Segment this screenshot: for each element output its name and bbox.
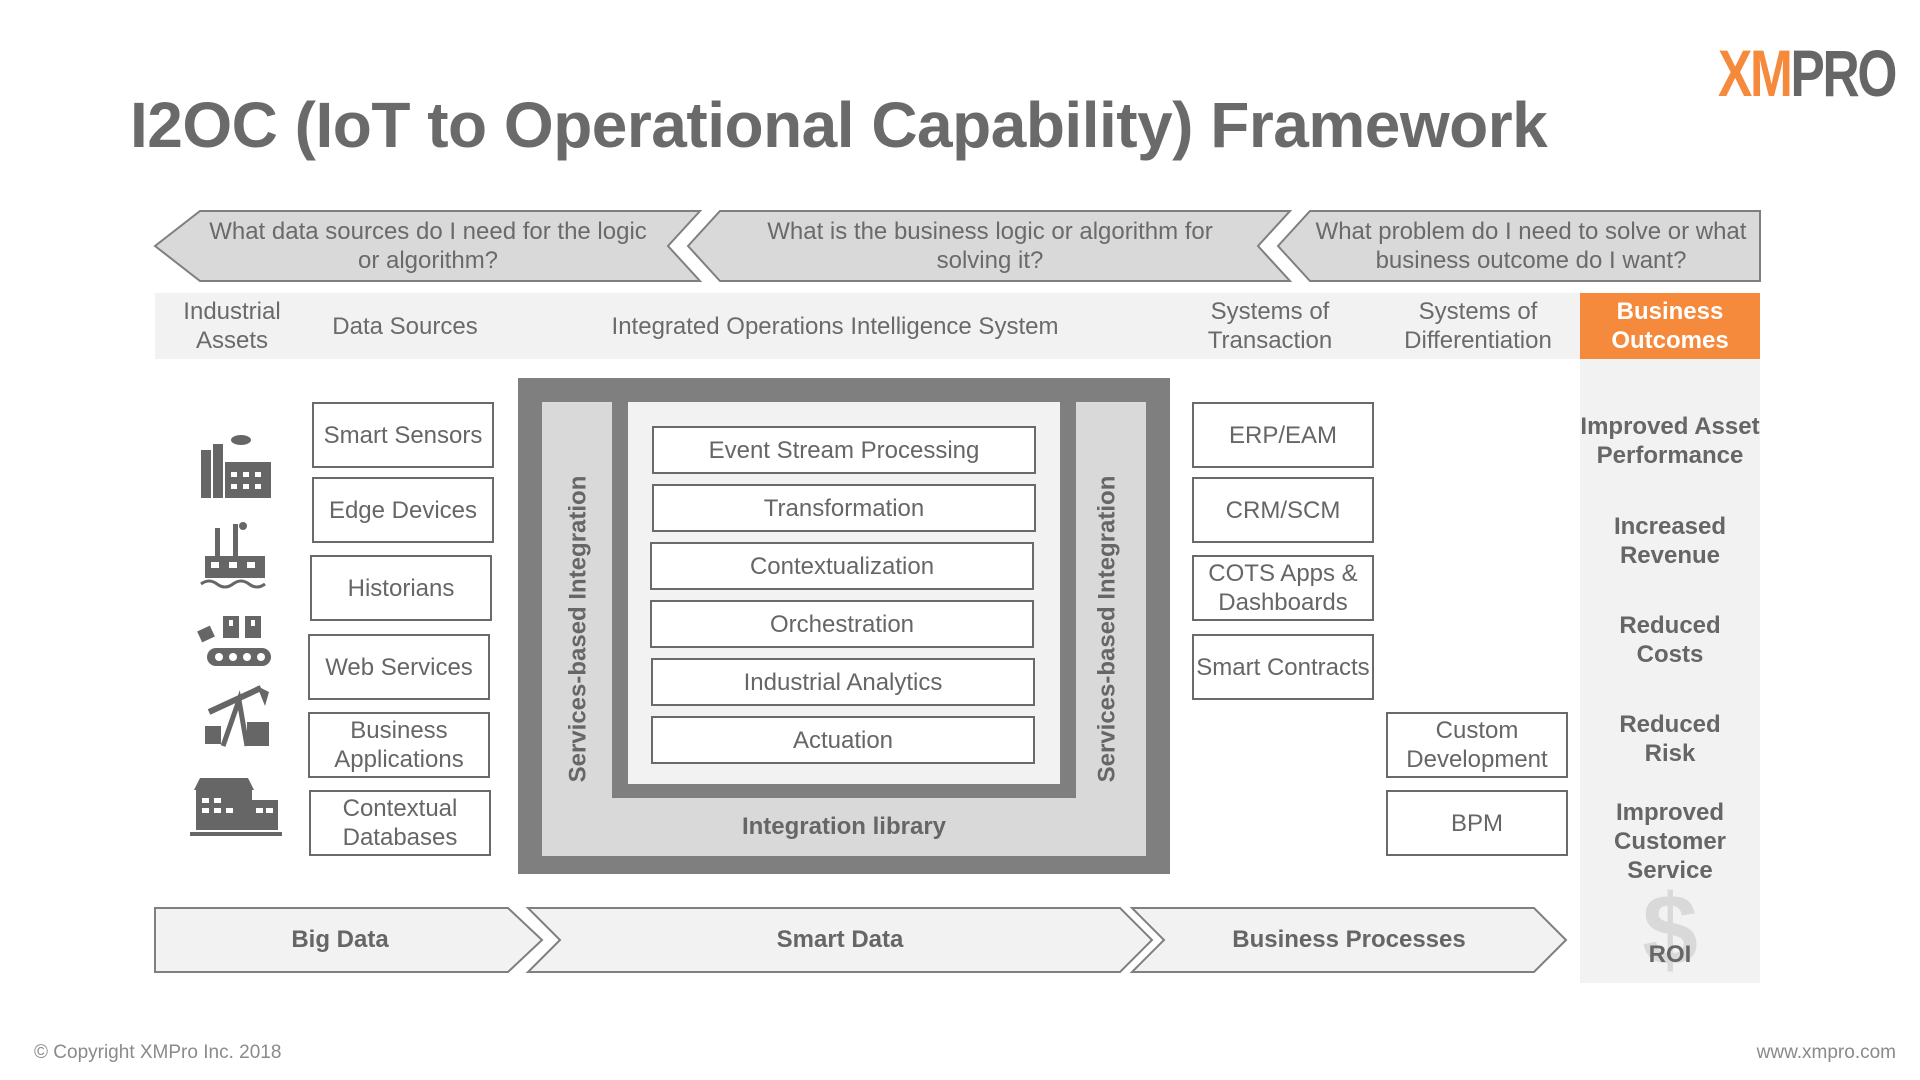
header-industrial-assets: Industrial Assets <box>183 298 281 354</box>
roi-label: ROI <box>1648 941 1692 968</box>
capability-contextualization: Contextualization <box>650 542 1034 590</box>
sod-custom-development: Custom Development <box>1386 712 1568 778</box>
capability-orchestration: Orchestration <box>650 600 1034 648</box>
data-source-web-services: Web Services <box>308 634 490 700</box>
header-business-outcomes: Business Outcomes <box>1580 293 1760 359</box>
question-arrow-data <box>153 210 703 282</box>
capability-actuation: Actuation <box>651 716 1035 764</box>
stage-arrow-big-data <box>154 907 544 973</box>
outcome-improved-customer-service: Improved Customer Service <box>1613 798 1727 884</box>
xmpro-logo: XMPRO <box>1718 36 1897 110</box>
data-source-historians: Historians <box>310 555 492 621</box>
header-data-sources: Data Sources <box>332 312 478 340</box>
factory-icon <box>201 435 271 498</box>
website-url: www.xmpro.com <box>1756 1042 1896 1063</box>
stage-arrow-smart-data <box>525 907 1154 973</box>
stage-arrow-business-processes <box>1129 907 1568 973</box>
stage-smart-data: Smart Data <box>776 926 904 953</box>
capability-event-stream-processing: Event Stream Processing <box>652 426 1036 474</box>
question-arrow-logic <box>686 210 1293 282</box>
conveyor-icon <box>197 616 271 666</box>
header-systems-of-differentiation: Systems of Differentiation <box>1404 298 1552 354</box>
capability-transformation: Transformation <box>652 484 1036 532</box>
data-source-smart-sensors: Smart Sensors <box>312 402 494 468</box>
header-iois: Integrated Operations Intelligence Syste… <box>611 312 1059 340</box>
sot-erp-eam: ERP/EAM <box>1192 402 1374 468</box>
outcome-reduced-risk: Reduced Risk <box>1619 711 1721 767</box>
sot-crm-scm: CRM/SCM <box>1192 477 1374 543</box>
stage-business-processes: Business Processes <box>1232 926 1466 953</box>
dollar-icon: $ <box>1642 874 1698 986</box>
copyright: © Copyright XMPro Inc. 2018 <box>34 1042 282 1063</box>
data-source-contextual-databases: Contextual Databases <box>309 790 491 856</box>
question-business-outcome: What problem do I need to solve or what … <box>1315 218 1747 274</box>
question-arrow-outcome <box>1276 210 1761 282</box>
stage-big-data: Big Data <box>291 926 389 953</box>
outcome-reduced-costs: Reduced Costs <box>1619 612 1721 668</box>
data-source-business-applications: Business Applications <box>308 712 490 778</box>
business-outcomes-panel <box>1580 359 1760 983</box>
sod-bpm: BPM <box>1386 790 1568 856</box>
warehouse-icon <box>190 778 282 836</box>
outcome-improved-asset-performance: Improved Asset Performance <box>1580 413 1760 469</box>
integration-library: Integration library <box>741 813 947 840</box>
column-header-band <box>155 293 1760 359</box>
data-source-edge-devices: Edge Devices <box>312 477 494 543</box>
page-title: I2OC (IoT to Operational Capability) Fra… <box>130 89 1548 161</box>
sot-smart-contracts: Smart Contracts <box>1192 634 1374 700</box>
capability-industrial-analytics: Industrial Analytics <box>651 658 1035 706</box>
outcome-increased-revenue: Increased Revenue <box>1613 513 1727 569</box>
question-data-sources: What data sources do I need for the logi… <box>209 218 647 274</box>
question-business-logic: What is the business logic or algorithm … <box>767 218 1213 274</box>
sot-cots-apps-dashboards: COTS Apps & Dashboards <box>1192 555 1374 621</box>
header-systems-of-transaction: Systems of Transaction <box>1207 298 1333 354</box>
refinery-icon <box>200 522 266 589</box>
oil-pump-icon <box>205 685 269 747</box>
